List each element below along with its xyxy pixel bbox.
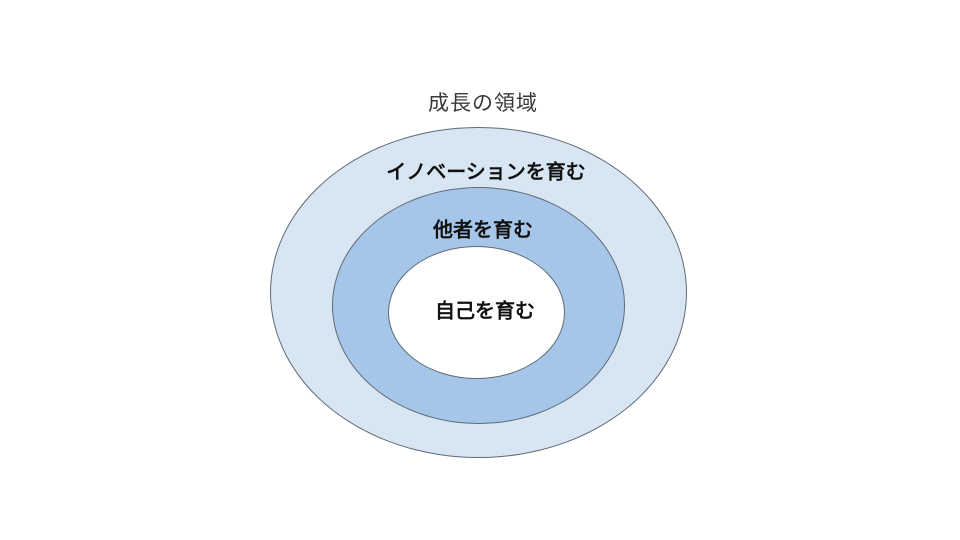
inner-circle-label: 自己を育む (435, 300, 535, 323)
middle-ring-label: 他者を育む (433, 219, 533, 242)
outer-ring-label: イノベーションを育む (386, 161, 586, 184)
diagram-title: 成長の領域 (428, 92, 538, 115)
inner-ellipse-self (388, 246, 565, 379)
